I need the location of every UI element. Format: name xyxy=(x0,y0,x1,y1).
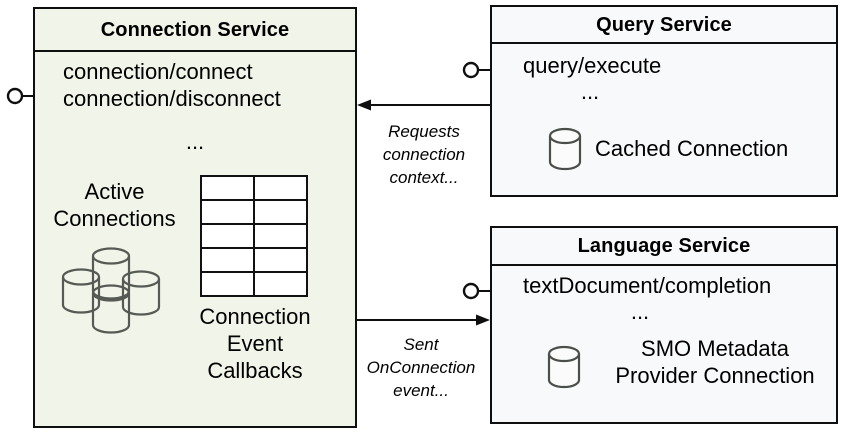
operation-query-execute: query/execute xyxy=(523,53,662,78)
callbacks-label-line3: Callbacks xyxy=(207,358,303,383)
database-cylinder-icon xyxy=(548,127,582,171)
callbacks-label-line2: Event xyxy=(226,331,284,356)
resource-label-line2: Provider Connection xyxy=(615,363,815,388)
provided-interface-circle-icon xyxy=(462,282,480,300)
database-cylinder-icon xyxy=(547,345,581,389)
operation-textdocument-completion: textDocument/completion xyxy=(523,273,772,298)
provided-interface-circle-icon xyxy=(462,61,480,79)
edge-connection-to-language xyxy=(357,314,490,326)
smo-metadata-provider-connection-label: SMO Metadata Provider Connection xyxy=(592,335,838,389)
edge-query-to-connection xyxy=(357,99,490,111)
edge-label-line3: context... xyxy=(389,168,459,187)
cached-connection-label: Cached Connection xyxy=(595,136,789,161)
connection-service-title: Connection Service xyxy=(100,18,290,41)
language-service-header: Language Service xyxy=(492,228,836,266)
operation-connection-connect: connection/connect xyxy=(63,59,253,84)
edge-label-line3: event... xyxy=(393,381,449,400)
resource-label-line1: SMO Metadata xyxy=(641,336,789,361)
edge-label-line2: OnConnection xyxy=(366,358,476,377)
table-grid-icon xyxy=(200,175,308,297)
connection-service-operations: connection/connect connection/disconnect xyxy=(33,58,387,112)
active-connections-label-line1: Active xyxy=(84,179,145,204)
language-service-operations: textDocument/completion xyxy=(490,272,846,299)
connection-service-operations-ellipsis: ... xyxy=(185,129,205,154)
connection-service-header: Connection Service xyxy=(35,9,355,52)
edge-label-line1: Sent xyxy=(403,335,439,354)
active-connections-label: Active Connections xyxy=(42,178,187,232)
language-service-box[interactable]: Language Service xyxy=(490,226,838,424)
operation-connection-disconnect: connection/disconnect xyxy=(63,86,281,111)
active-connections-label-line2: Connections xyxy=(53,206,176,231)
language-service-title: Language Service xyxy=(577,235,751,257)
edge-label-requests-connection-context: Requests connection context... xyxy=(362,120,486,189)
query-service-operations: query/execute xyxy=(490,52,846,79)
callbacks-label-line1: Connection xyxy=(199,304,311,329)
language-service-operations-ellipsis: ... xyxy=(630,299,650,324)
query-service-box[interactable]: Query Service xyxy=(490,5,838,197)
query-service-operations-ellipsis: ... xyxy=(580,79,600,104)
connection-event-callbacks-label: Connection Event Callbacks xyxy=(190,303,320,384)
edge-label-line2: connection xyxy=(382,145,466,164)
edge-label-sent-onconnection-event: Sent OnConnection event... xyxy=(355,333,487,402)
edge-label-line1: Requests xyxy=(388,122,460,141)
database-stack-icon xyxy=(61,247,161,334)
provided-interface-circle-icon xyxy=(6,87,24,105)
query-service-header: Query Service xyxy=(492,7,836,44)
query-service-title: Query Service xyxy=(596,13,732,36)
